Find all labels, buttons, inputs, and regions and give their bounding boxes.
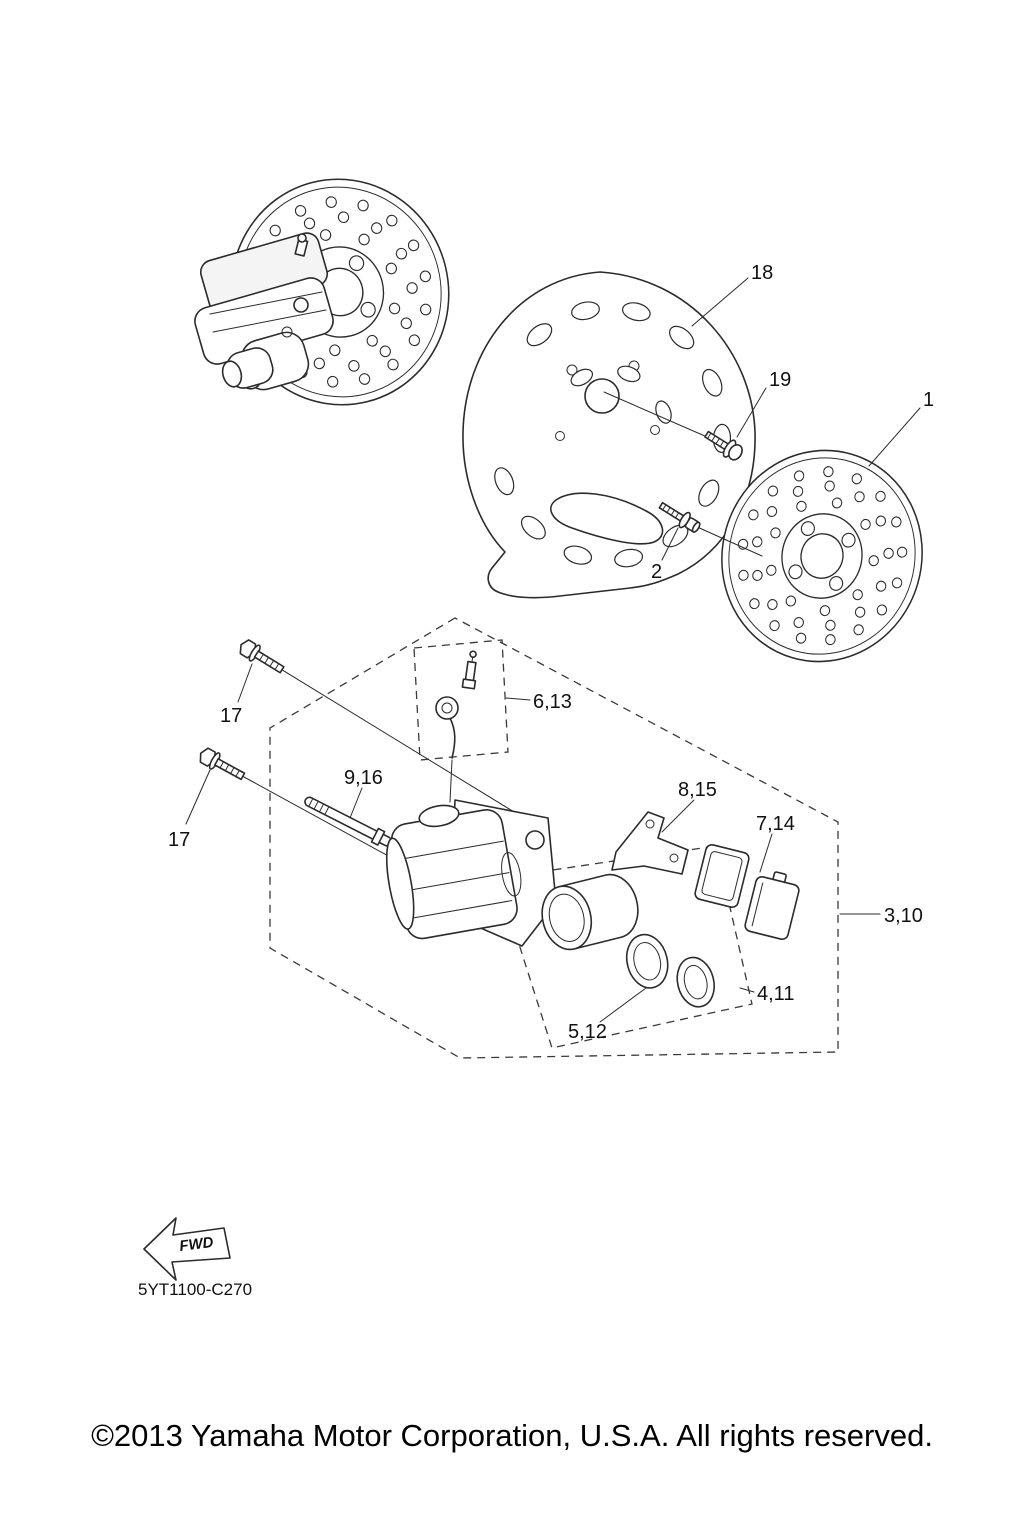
fwd-label: FWD xyxy=(178,1234,214,1255)
bleed-screw-assembly xyxy=(435,650,477,803)
bleed-screw-boundary xyxy=(413,639,509,761)
front-brake-disc xyxy=(721,449,923,663)
front-caliper-assembled xyxy=(194,232,334,391)
caliper-group-boundary xyxy=(269,617,839,1059)
callout-3-10: 3,10 xyxy=(884,905,923,927)
callout-19: 19 xyxy=(769,369,791,391)
leader-lines xyxy=(185,277,921,1023)
callout-7-14: 7,14 xyxy=(756,813,795,835)
hub-bolt xyxy=(658,501,701,533)
slide-pin xyxy=(304,796,393,847)
fwd-marker: FWD xyxy=(143,1217,231,1281)
callout-17-upper: 17 xyxy=(220,705,242,727)
callout-4-11: 4,11 xyxy=(757,983,794,1005)
callout-17-lower: 17 xyxy=(168,829,190,851)
copyright-text: ©2013 Yamaha Motor Corporation, U.S.A. A… xyxy=(91,1418,933,1453)
bolt-alignment-line xyxy=(694,525,763,557)
guard-hole-pattern xyxy=(494,301,732,568)
pad-support-bracket xyxy=(611,811,689,875)
guard-screw xyxy=(704,430,743,461)
callout-1: 1 xyxy=(923,389,934,411)
callout-6-13: 6,13 xyxy=(533,691,572,713)
callout-18: 18 xyxy=(751,262,773,284)
caliper-piston xyxy=(541,873,639,951)
piston-seals xyxy=(625,933,715,1008)
callout-5-12: 5,12 xyxy=(568,1021,607,1043)
callout-2: 2 xyxy=(651,561,662,583)
fwd-arrow-icon xyxy=(143,1217,231,1281)
brake-pads xyxy=(694,843,800,941)
callout-8-15: 8,15 xyxy=(678,779,717,801)
drawing-code: 5YT1100-C270 xyxy=(138,1280,252,1299)
callout-9-16: 9,16 xyxy=(344,767,383,789)
caliper-bolt-upper xyxy=(239,639,531,823)
screw-alignment-line xyxy=(603,391,715,441)
caliper-body xyxy=(385,804,522,940)
caliper-bolt-lower xyxy=(199,747,506,921)
